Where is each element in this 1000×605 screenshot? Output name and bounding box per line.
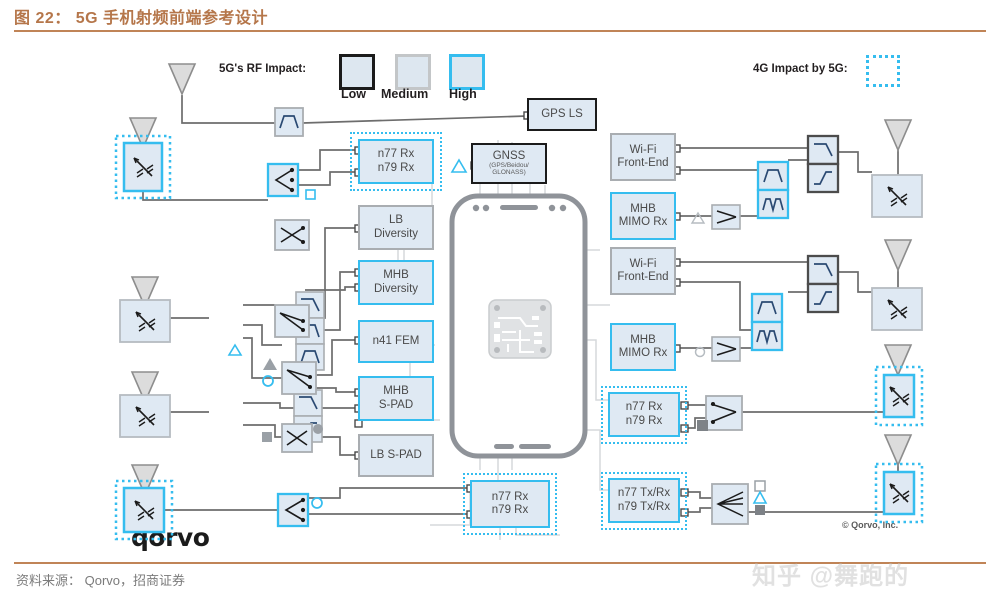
block-n77n79-rx-topleft-line2: n79 Rx bbox=[377, 161, 415, 174]
block-wifi-front-end-2[interactable]: Wi-Fi Front-End bbox=[610, 247, 676, 295]
block-mhb-spad-line1: MHB bbox=[383, 385, 409, 398]
block-mhb-mimo-rx-1-line2: MIMO Rx bbox=[618, 216, 668, 228]
block-mhb-spad[interactable]: MHB S-PAD bbox=[358, 376, 434, 421]
marker-glyph-group bbox=[227, 158, 768, 515]
block-lb-diversity-line2: Diversity bbox=[373, 227, 419, 240]
block-n41-fem[interactable]: n41 FEM bbox=[358, 320, 434, 363]
legend-impact-label: 5G's RF Impact: bbox=[219, 63, 307, 75]
block-wifi-front-end-1-line1: Wi-Fi bbox=[629, 143, 657, 156]
block-gnss-subtitle: (GPS/Beidou/ GLONASS) bbox=[489, 162, 529, 177]
block-lb-spad[interactable]: LB S-PAD bbox=[358, 434, 434, 477]
legend-swatch-medium bbox=[395, 54, 431, 90]
legend-caption-medium: Medium bbox=[381, 87, 429, 101]
block-lb-spad-line1: LB S-PAD bbox=[370, 448, 422, 461]
block-n77n79-rx-bottomleft-line1: n77 Rx bbox=[491, 490, 529, 503]
block-mhb-spad-line2: S-PAD bbox=[378, 398, 414, 411]
block-wifi-front-end-2-line1: Wi-Fi bbox=[629, 257, 657, 270]
block-gps-ls[interactable]: GPS LS bbox=[527, 98, 597, 131]
fourg-outline-n77n79-rx-bottomleft bbox=[463, 473, 557, 535]
rf-filter-group bbox=[274, 107, 840, 443]
block-gnss-line1: GNSS bbox=[492, 150, 526, 163]
block-n77n79-txrx-line2: n79 Tx/Rx bbox=[617, 500, 671, 513]
block-n77n79-txrx[interactable]: n77 Tx/Rx n79 Tx/Rx bbox=[608, 478, 680, 523]
block-n77n79-rx-bottomright-line2: n79 Rx bbox=[625, 414, 663, 427]
fourg-outline-n77n79-rx-topleft bbox=[350, 132, 442, 191]
footer-divider bbox=[14, 562, 986, 564]
title-divider bbox=[14, 30, 986, 32]
watermark: 知乎 @舞跑的 bbox=[752, 563, 910, 590]
figure-title: 图 22： 5G 手机射频前端参考设计 bbox=[14, 10, 268, 27]
legend-swatch-high bbox=[449, 54, 485, 90]
block-n77n79-rx-bottomright[interactable]: n77 Rx n79 Rx bbox=[608, 392, 680, 437]
block-n77n79-rx-bottomleft[interactable]: n77 Rx n79 Rx bbox=[470, 480, 550, 528]
block-mhb-mimo-rx-2-line2: MIMO Rx bbox=[618, 347, 668, 359]
legend-4g-label: 4G Impact by 5G: bbox=[753, 63, 848, 75]
fourg-outline-n77n79-rx-bottomright bbox=[601, 386, 687, 444]
block-n77n79-rx-topleft-line1: n77 Rx bbox=[377, 148, 415, 161]
fourg-impact-outline bbox=[114, 134, 924, 541]
block-mhb-diversity[interactable]: MHB Diversity bbox=[358, 260, 434, 305]
copyright-text: © Qorvo, Inc. bbox=[842, 520, 899, 530]
block-n77n79-rx-bottomright-line1: n77 Rx bbox=[625, 401, 663, 414]
source-note: 资料来源： Qorvo，招商证券 bbox=[16, 573, 186, 588]
block-mhb-mimo-rx-2[interactable]: MHB MIMO Rx bbox=[610, 323, 676, 371]
block-n77n79-txrx-line1: n77 Tx/Rx bbox=[617, 487, 671, 500]
block-mhb-mimo-rx-1-line1: MHB bbox=[630, 202, 656, 215]
block-n77n79-rx-topleft[interactable]: n77 Rx n79 Rx bbox=[358, 139, 434, 184]
block-lb-diversity[interactable]: LB Diversity bbox=[358, 205, 434, 250]
rf-switch-group bbox=[266, 162, 749, 528]
block-wifi-front-end-1-line2: Front-End bbox=[617, 157, 669, 169]
block-lb-diversity-line1: LB bbox=[388, 214, 404, 227]
antenna-tuner-group bbox=[119, 141, 923, 534]
rf-module-icon bbox=[488, 299, 552, 359]
legend-swatch-low bbox=[339, 54, 375, 90]
block-wifi-front-end-1[interactable]: Wi-Fi Front-End bbox=[610, 133, 676, 181]
block-wifi-front-end-2-line2: Front-End bbox=[617, 271, 669, 283]
legend-caption-low: Low bbox=[341, 87, 366, 101]
fourg-outline-n77n79-txrx bbox=[601, 472, 687, 530]
block-mhb-mimo-rx-2-line1: MHB bbox=[630, 333, 656, 346]
block-n77n79-rx-bottomleft-line2: n79 Rx bbox=[491, 504, 529, 516]
block-mhb-diversity-line2: Diversity bbox=[373, 282, 419, 295]
block-gps-ls-line1: GPS LS bbox=[541, 107, 583, 120]
legend-caption-high: High bbox=[449, 87, 477, 101]
block-mhb-mimo-rx-1[interactable]: MHB MIMO Rx bbox=[610, 192, 676, 240]
legend-swatch-4g-impact bbox=[866, 55, 900, 87]
block-mhb-diversity-line1: MHB bbox=[383, 269, 409, 282]
block-n41-fem-line1: n41 FEM bbox=[372, 334, 420, 347]
block-gnss[interactable]: GNSS (GPS/Beidou/ GLONASS) bbox=[471, 143, 547, 184]
